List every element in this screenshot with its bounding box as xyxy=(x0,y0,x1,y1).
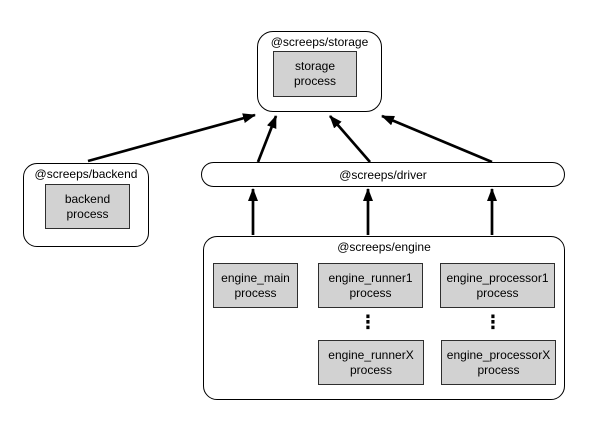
backend-process-label-line1: backend xyxy=(64,191,111,206)
storage-process-label-line2: process xyxy=(293,74,337,88)
engine-processorX-label-line1: engine_processorX xyxy=(446,347,551,362)
engine-runnerX-process-box: engine_runnerX process xyxy=(318,340,424,385)
engine-runnerX-label-line2: process xyxy=(349,362,393,377)
engine-processorX-label-line2: process xyxy=(477,362,520,377)
engine-processor1-label-line2: process xyxy=(476,285,519,300)
storage-process-label-line1: storage xyxy=(294,59,336,73)
backend-process-label-line2: process xyxy=(66,206,109,221)
arrow-driver-to-storage-middle xyxy=(328,115,372,163)
engine-processor1-process-box: engine_processor1 process xyxy=(440,263,555,308)
engine-main-label-line2: process xyxy=(234,285,277,300)
node-driver xyxy=(201,162,565,187)
node-backend-title: @screeps/backend xyxy=(34,167,138,181)
engine-processorX-process-box: engine_processorX process xyxy=(441,340,556,385)
engine-runner1-label-line2: process xyxy=(349,285,392,300)
backend-process-box: backend process xyxy=(45,184,130,229)
vertical-ellipsis-icon: ⋮ xyxy=(484,311,502,333)
engine-runner1-process-box: engine_runner1 process xyxy=(318,263,423,308)
node-driver-title: @screeps/driver xyxy=(339,167,427,182)
vertical-ellipsis-icon: ⋮ xyxy=(359,311,377,333)
arrow-driver-to-storage-left xyxy=(256,115,278,163)
arrow-backend-to-storage xyxy=(87,113,256,163)
engine-runnerX-label-line1: engine_runnerX xyxy=(328,347,414,362)
storage-process-box: storage process xyxy=(273,51,357,97)
engine-runner1-label-line1: engine_runner1 xyxy=(328,270,413,285)
engine-main-process-box: engine_main process xyxy=(213,263,298,308)
engine-main-label-line1: engine_main xyxy=(221,270,290,285)
engine-processor1-label-line1: engine_processor1 xyxy=(446,270,549,285)
arrow-driver-to-storage-right xyxy=(381,114,493,164)
node-storage-title: @screeps/storage xyxy=(270,35,369,49)
node-engine-title: @screeps/engine xyxy=(337,240,431,254)
